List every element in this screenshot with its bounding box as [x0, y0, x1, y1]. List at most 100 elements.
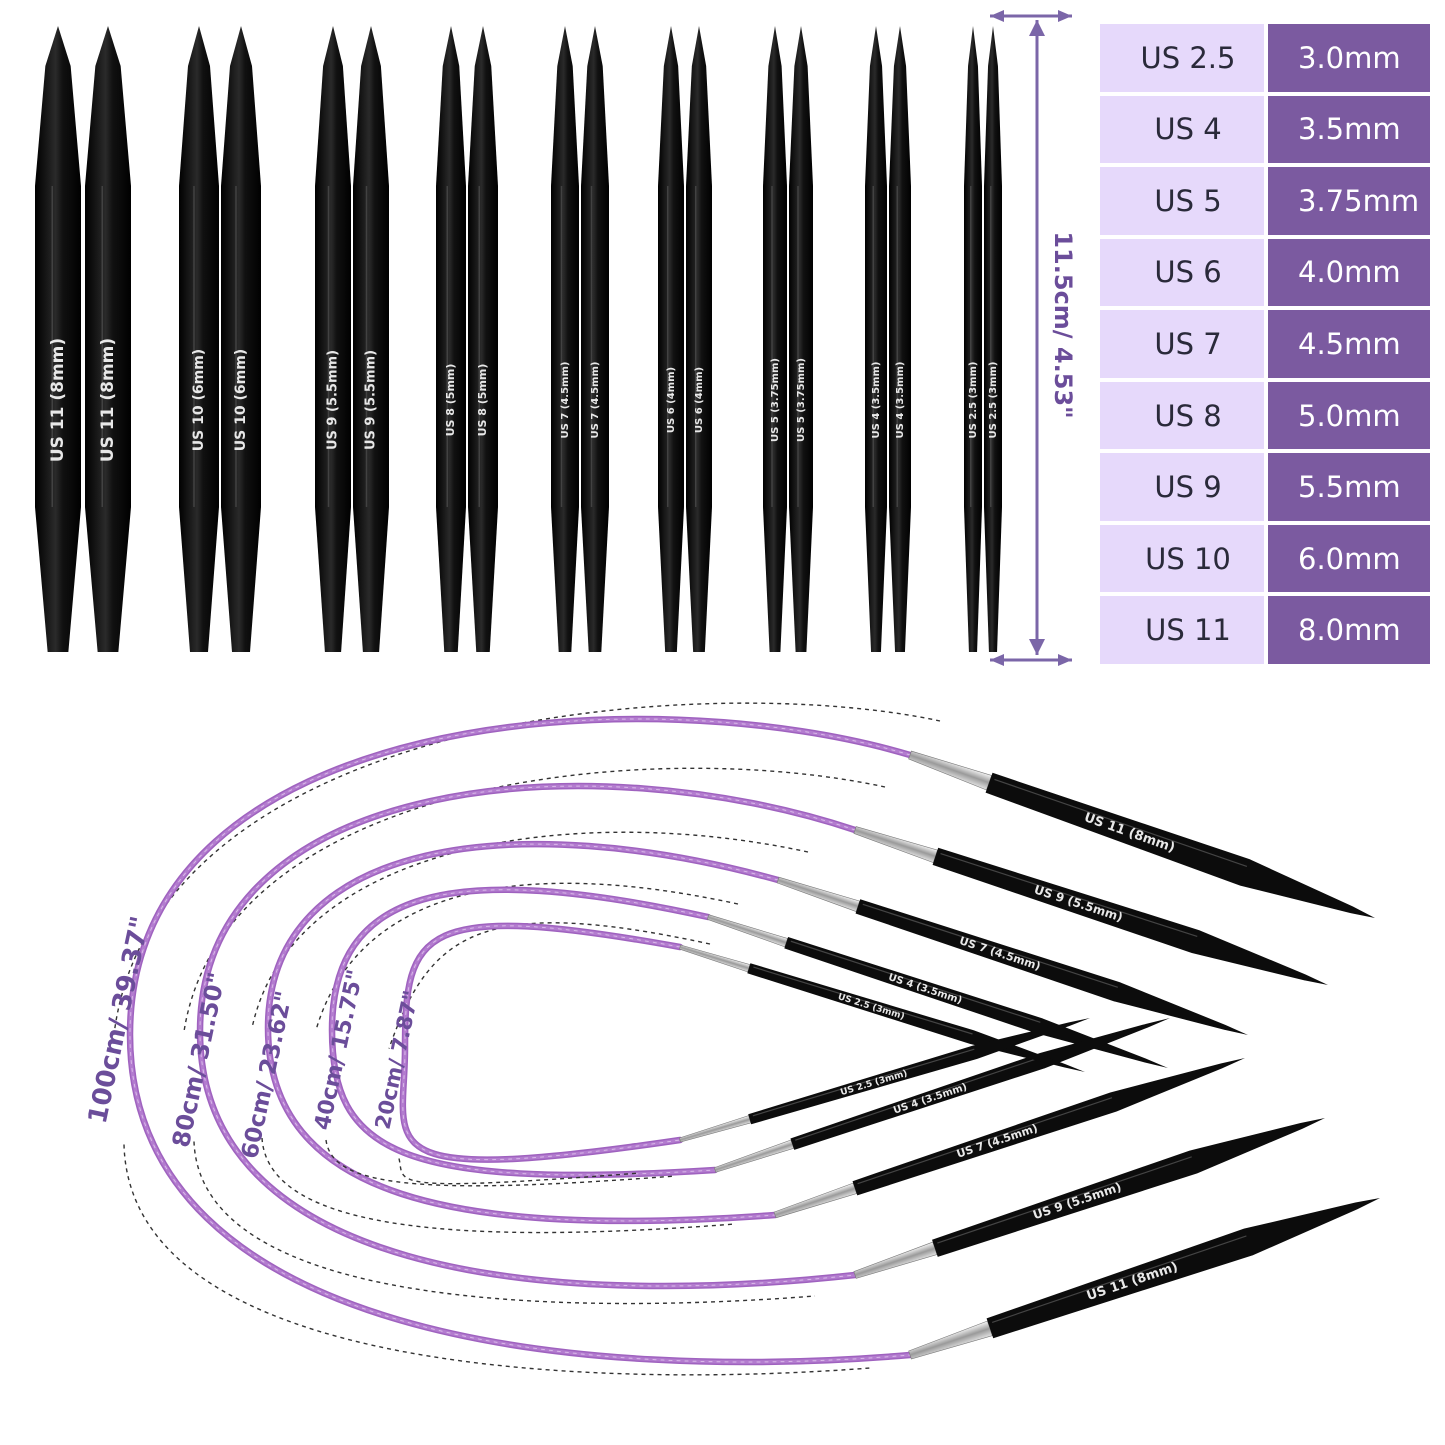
cable-length-guide — [398, 1158, 641, 1185]
needle-tip — [315, 26, 351, 652]
size-us-cell: US 7 — [1100, 310, 1264, 378]
needle-tip-pair: US 5 (3.75mm) US 5 (3.75mm) — [763, 26, 813, 652]
tip-length-label: 11.5cm/ 4.53" — [1049, 231, 1077, 418]
needle-tip — [790, 1017, 1171, 1150]
size-us-cell: US 5 — [1100, 167, 1264, 235]
needle-tip-pair: US 8 (5mm) US 8 (5mm) — [436, 26, 498, 652]
size-mm-cell: 6.0mm — [1268, 524, 1430, 593]
circular-needle: US 7 (4.5mm) — [773, 1057, 1245, 1219]
cable-length-label: 100cm/ 39.37" — [83, 914, 156, 1127]
needle-tip-label: US 11 (8mm) — [98, 338, 118, 462]
circular-needle: US 11 (8mm) — [908, 1197, 1380, 1360]
needle-tip — [789, 26, 813, 652]
size-us-cell: US 10 — [1100, 524, 1264, 593]
needle-tip-label: US 5 (3.75mm) — [770, 358, 781, 442]
needle-tip — [986, 1197, 1380, 1339]
size-us-cell: US 8 — [1100, 381, 1264, 450]
needle-tip — [748, 1018, 1090, 1125]
needle-tip-label: US 6 (4mm) — [694, 367, 705, 433]
needle-tip — [658, 26, 684, 652]
needle-tip-label: US 8 (5mm) — [476, 364, 489, 437]
needle-tip-label: US 10 (6mm) — [191, 349, 207, 451]
size-us-cell: US 9 — [1100, 453, 1264, 521]
needle-tip-pair: US 10 (6mm) US 10 (6mm) — [179, 26, 261, 652]
size-us-cell: US 11 — [1100, 596, 1264, 664]
needle-tip-label: US 5 (3.75mm) — [796, 358, 807, 442]
needle-tip-label: US 7 (4.5mm) — [590, 362, 601, 439]
metal-connector — [908, 1320, 993, 1360]
metal-connector — [853, 826, 938, 864]
cable-length-guide — [261, 1137, 736, 1234]
needle-tip-label: US 7 (4.5mm) — [560, 362, 571, 439]
needle-tip-label: US 8 (5mm) — [444, 364, 457, 437]
metal-connector — [776, 876, 861, 912]
needle-tip-label: US 6 (4mm) — [666, 367, 677, 433]
purple-cable — [399, 922, 684, 1163]
needle-tip — [686, 26, 712, 652]
needle-tip — [855, 899, 1249, 1036]
size-mm-cell: 3.75mm — [1268, 167, 1430, 235]
metal-connector — [908, 750, 992, 791]
size-mm-cell: 5.0mm — [1268, 381, 1430, 450]
needle-tip — [932, 847, 1329, 986]
cable-length-guide — [315, 882, 739, 1031]
size-mm-cell: 4.0mm — [1268, 238, 1430, 307]
needle-tip-pair: US 4 (3.5mm) US 4 (3.5mm) — [865, 26, 911, 652]
size-us-cell: US 4 — [1100, 95, 1264, 164]
needle-label: US 7 (4.5mm) — [955, 1122, 1039, 1161]
needle-tip-pair: US 11 (8mm)US 11 (8mm) — [35, 26, 131, 652]
needle-tip — [581, 26, 609, 652]
size-mm-cell: 8.0mm — [1268, 596, 1430, 664]
metal-connector — [853, 1241, 938, 1279]
cable-length-label: 60cm/ 23.62" — [237, 989, 298, 1161]
needle-tip-pair: US 7 (4.5mm) US 7 (4.5mm) — [551, 26, 609, 652]
tip-length-dimension: 11.5cm/ 4.53" — [990, 10, 1077, 666]
metal-connector — [706, 914, 788, 948]
needle-tip — [985, 772, 1375, 918]
needle-tip-label: US 4 (3.5mm) — [895, 362, 906, 439]
needle-tip — [889, 26, 911, 652]
metal-connector — [713, 1139, 795, 1173]
size-mm-cell: 5.5mm — [1268, 453, 1430, 521]
size-mm-cell: 3.0mm — [1268, 24, 1430, 92]
needle-tip — [932, 1117, 1325, 1257]
needle-tip — [85, 26, 131, 652]
needle-tip — [468, 26, 498, 652]
needle-tip — [35, 26, 81, 652]
needle-tip — [179, 26, 219, 652]
circular-needle: US 9 (5.5mm) — [853, 826, 1329, 986]
needle-tip-label: US 4 (3.5mm) — [871, 362, 882, 439]
needle-tip — [984, 26, 1002, 652]
size-mm-cell: 3.5mm — [1268, 95, 1430, 164]
needle-label: US 4 (3.5mm) — [892, 1082, 968, 1117]
needle-tip-pair: US 9 (5.5mm)US 9 (5.5mm) — [315, 26, 389, 652]
circular-needle: US 11 (8mm) — [908, 750, 1375, 918]
size-us-cell: US 6 — [1100, 238, 1264, 307]
size-mm-cell: 4.5mm — [1268, 310, 1430, 378]
needle-tip — [964, 26, 982, 652]
cable-loop: US 7 (4.5mm)US 7 (4.5mm)60cm/ 23.62" — [237, 831, 1249, 1234]
needle-tip — [763, 26, 787, 652]
needle-tip-label: US 9 (5.5mm) — [364, 350, 379, 450]
needle-tip — [353, 26, 389, 652]
metal-connector — [679, 1115, 752, 1143]
metal-connector — [679, 944, 751, 973]
cable-length-guide — [325, 1139, 676, 1187]
needle-tip-label: US 2.5 (3mm) — [988, 362, 999, 439]
needle-tip-pair: US 6 (4mm) US 6 (4mm) — [658, 26, 712, 652]
needle-tip-label: US 10 (6mm) — [233, 349, 249, 451]
needle-tip — [436, 26, 466, 652]
purple-cable — [196, 782, 859, 1290]
cable-length-guide — [193, 1141, 816, 1305]
circular-cables: US 11 (8mm) US 11 (8mm) 100cm/ 39.37" US 9 … — [83, 702, 1380, 1376]
interchangeable-tips: US 11 (8mm)US 11 (8mm)US 10 (6mm)US 10 (… — [35, 26, 1002, 652]
circular-needle: US 9 (5.5mm) — [853, 1117, 1325, 1279]
needle-tip-label: US 2.5 (3mm) — [968, 362, 979, 439]
needle-tip — [551, 26, 579, 652]
size-us-cell: US 2.5 — [1100, 24, 1264, 92]
purple-cable — [328, 886, 719, 1179]
metal-connector — [773, 1182, 858, 1219]
